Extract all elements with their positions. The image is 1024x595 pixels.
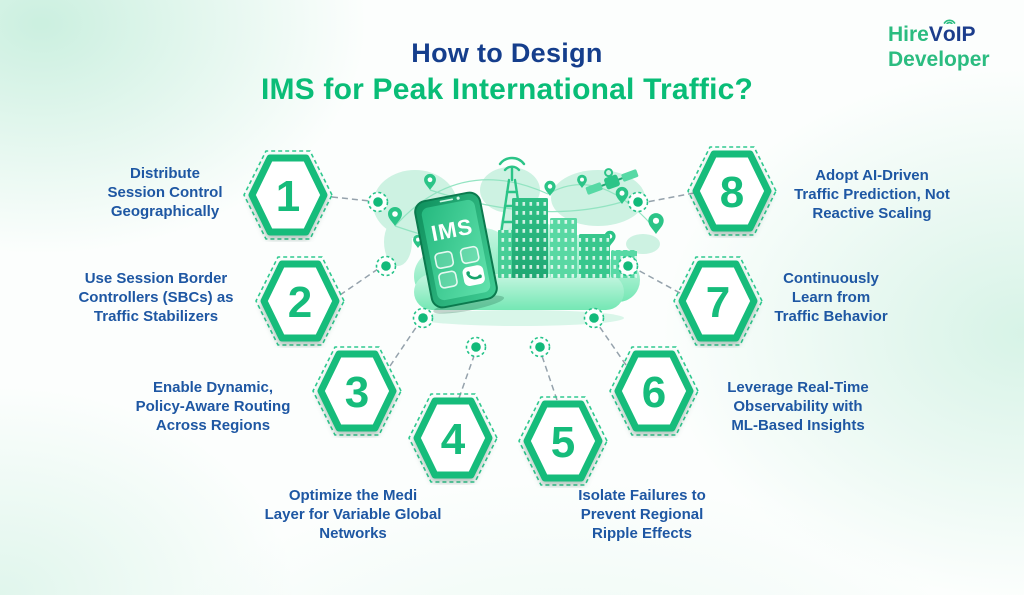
step-hexagon-7: 7 <box>672 252 764 348</box>
title-line-2: IMS for Peak International Traffic? <box>260 73 754 106</box>
svg-text:1: 1 <box>276 172 300 221</box>
svg-text:6: 6 <box>642 368 666 417</box>
svg-text:4: 4 <box>441 415 466 464</box>
svg-text:3: 3 <box>345 368 369 417</box>
step-hexagon-2: 2 <box>254 252 346 348</box>
step-hexagon-3: 3 <box>311 342 403 438</box>
svg-text:5: 5 <box>551 418 575 467</box>
step-hexagon-4: 4 <box>407 389 499 485</box>
city-buildings <box>498 198 637 278</box>
ims-cloud-illustration: IMS <box>373 156 664 326</box>
node-dot <box>465 336 487 358</box>
phone-call-icon <box>462 265 485 286</box>
svg-text:2: 2 <box>288 278 312 327</box>
step-hexagon-6: 6 <box>608 342 700 438</box>
step-hexagon-8: 8 <box>686 142 778 238</box>
ims-phone: IMS <box>414 191 505 314</box>
wifi-icon <box>943 19 956 24</box>
satellite-icon <box>585 168 639 195</box>
svg-text:7: 7 <box>706 278 730 327</box>
svg-text:8: 8 <box>720 168 744 217</box>
step-hexagon-1: 1 <box>242 146 334 242</box>
logo-line-2: Developer <box>888 48 990 71</box>
page-title: How to Design IMS for Peak International… <box>252 38 762 107</box>
title-line-1: How to Design <box>411 38 603 68</box>
step-hexagon-5: 5 <box>517 392 609 488</box>
node-dot <box>529 336 551 358</box>
